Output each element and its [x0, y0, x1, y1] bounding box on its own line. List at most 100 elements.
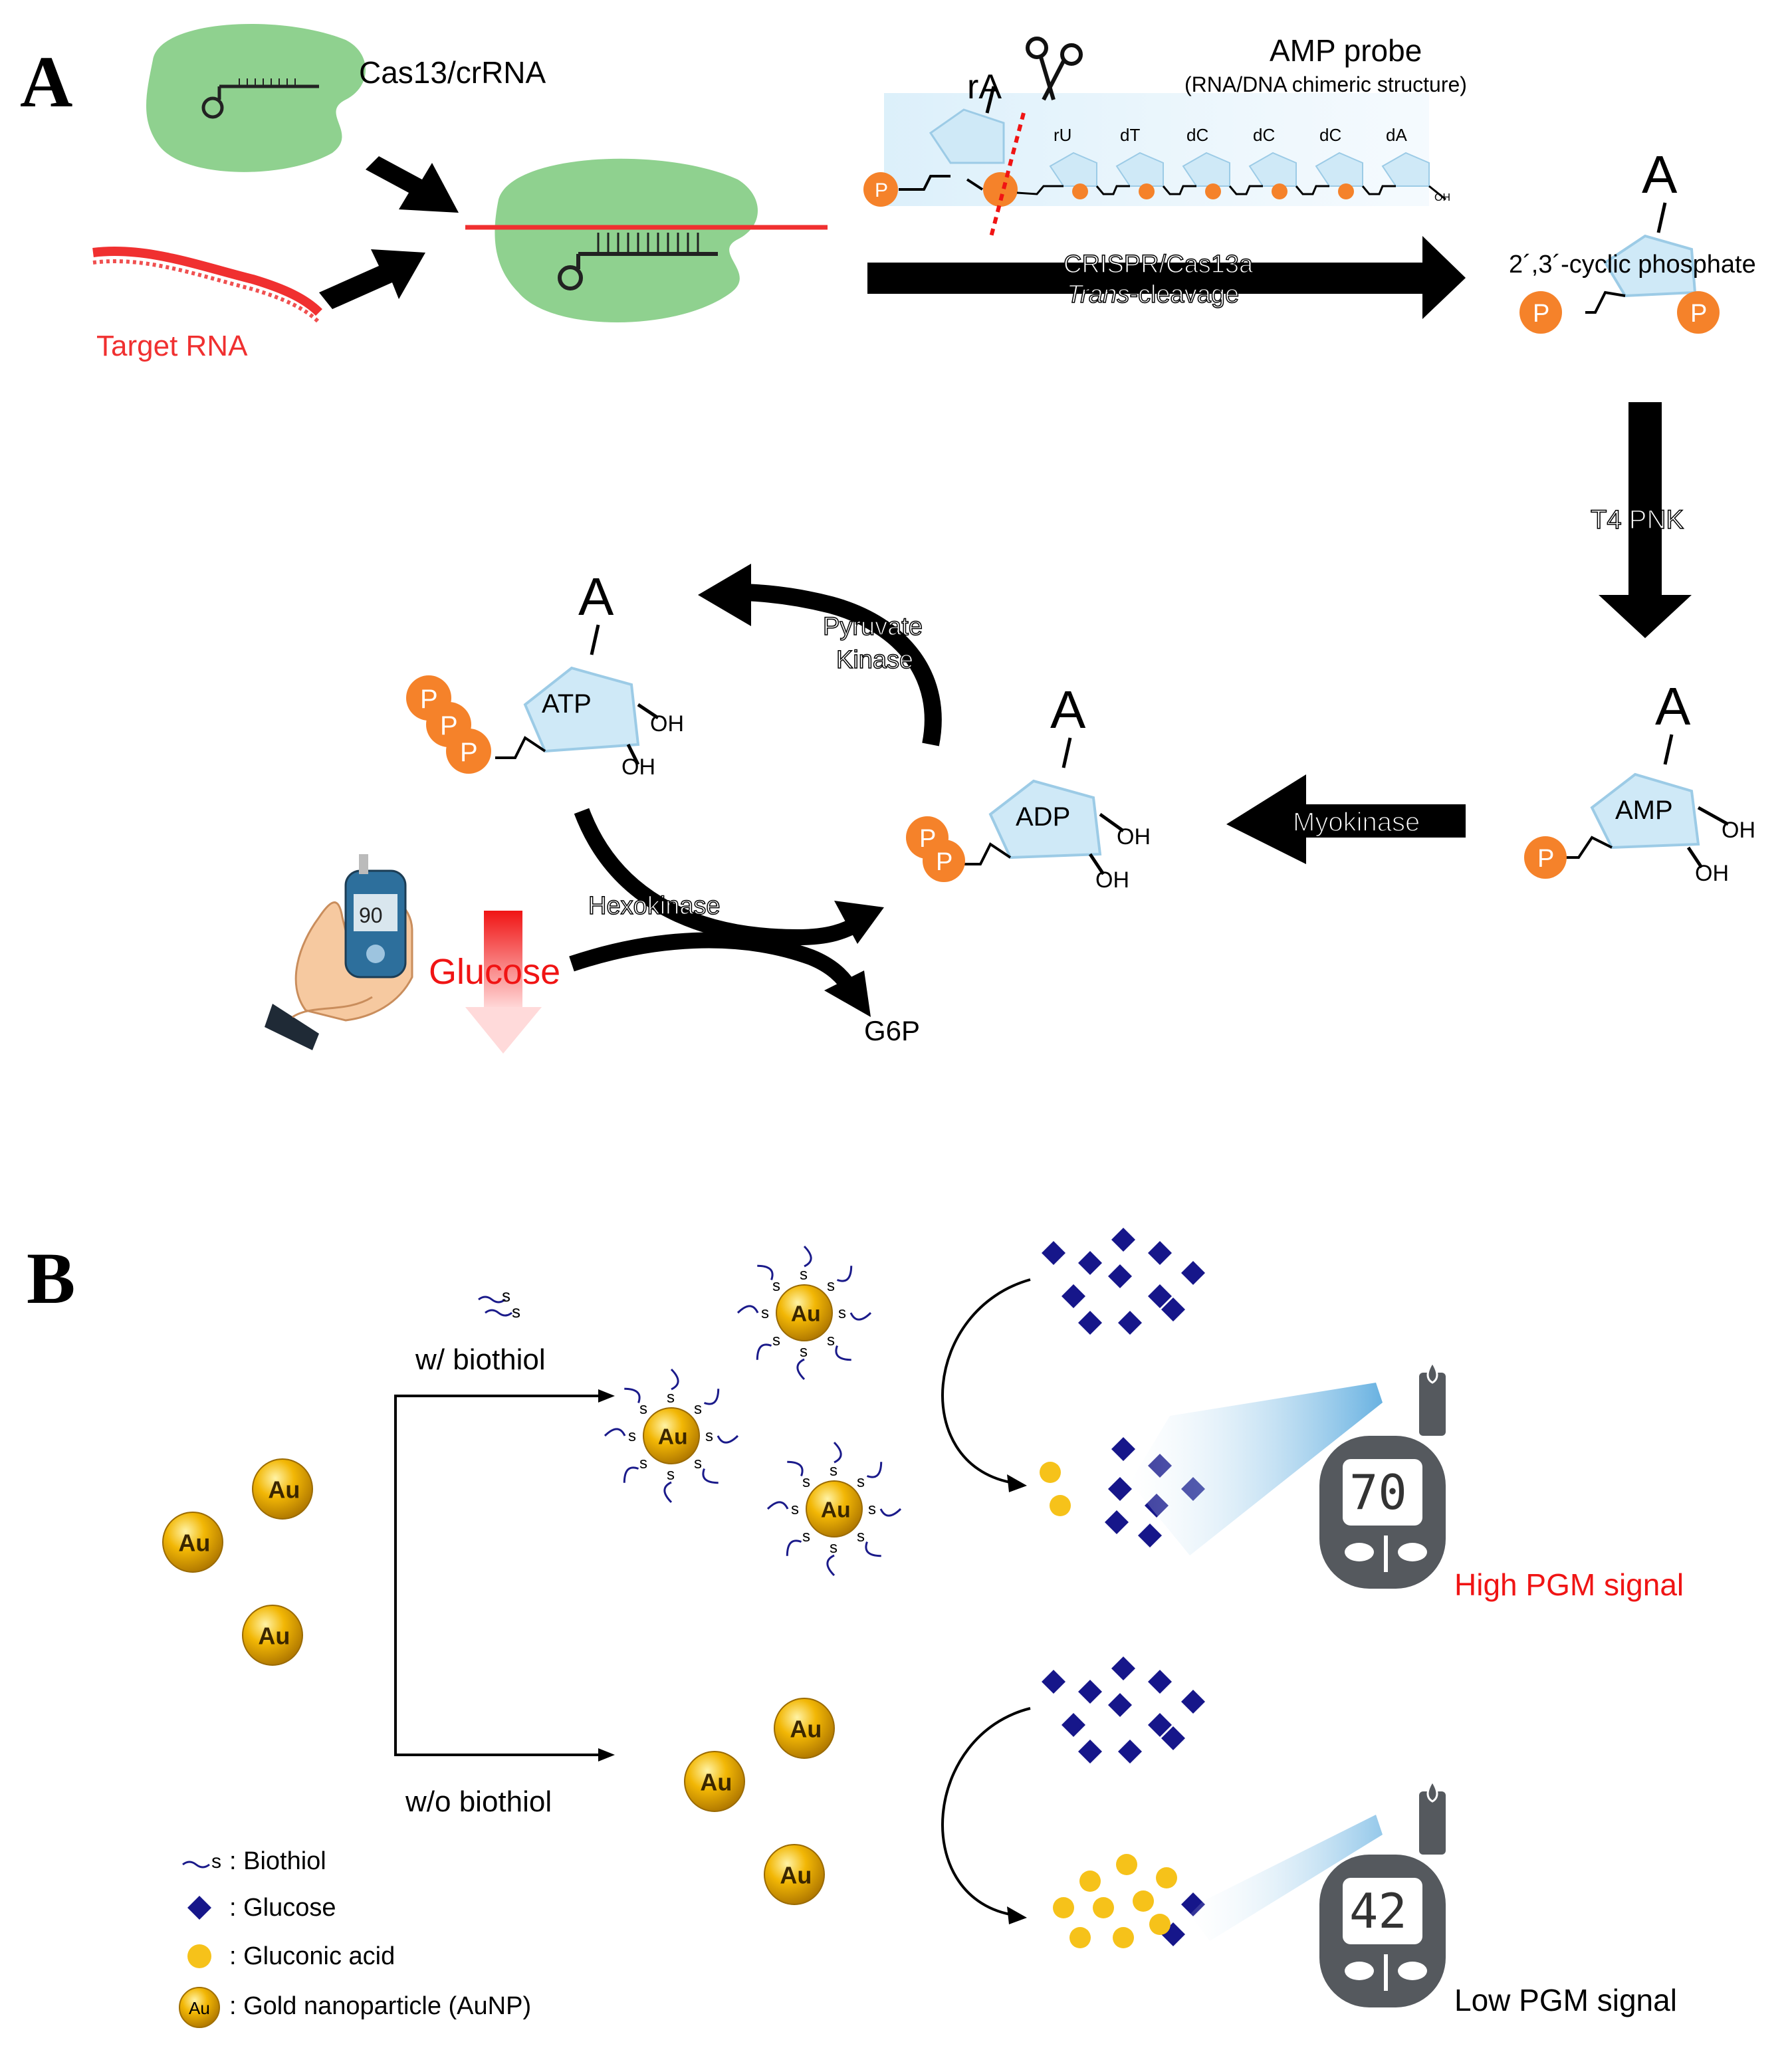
- glucometer-high-reading: 70: [1349, 1464, 1407, 1520]
- aunp-uncoated-1: Au: [774, 1698, 835, 1759]
- curved-arrow-top: [941, 1278, 1031, 1492]
- glucose-cluster-top: [1042, 1228, 1205, 1335]
- nucleotide-2: dC: [1186, 125, 1208, 145]
- aunp-free-3: Au: [242, 1605, 303, 1666]
- cleavage-label-1: CRISPR/Cas13a: [1064, 251, 1254, 279]
- aunp-coated-3-sulfur-4: s: [830, 1539, 838, 1557]
- cyclic-base-letter: A: [1642, 145, 1678, 204]
- glucometer-hand-icon: 90: [265, 854, 413, 1050]
- nucleotide-3: dC: [1253, 125, 1275, 145]
- legend: s : Biothiol : Glucose : Gluconic acid A…: [179, 1847, 531, 2028]
- aunp-coated-1-sulfur-1: s: [827, 1277, 835, 1295]
- t4pnk-label: T4 PNK: [1591, 505, 1684, 534]
- g6p-label: G6P: [864, 1015, 920, 1046]
- hexokinase-label: Hexokinase: [588, 892, 721, 920]
- nucleotide-5: dA: [1386, 125, 1407, 145]
- glucose-top-10: [1161, 1298, 1185, 1321]
- atp-oh-2: OH: [621, 754, 655, 780]
- cleavage-site-line: [988, 112, 1026, 240]
- probe-oh-label: OH: [1434, 192, 1450, 203]
- glucose-label: Glucose: [429, 952, 560, 992]
- biothiol-s-2: s: [512, 1302, 520, 1321]
- aunp-coated-2-sulfur-2: s: [705, 1427, 713, 1445]
- aunp-coated-3-sulfur-6: s: [791, 1500, 799, 1518]
- aunp-coated-1-sulfur-0: s: [800, 1266, 808, 1284]
- target-rna-ribbon: [92, 247, 322, 324]
- meter-beam-bottom: [1190, 1815, 1383, 1941]
- glucose-bottom-4: [1181, 1690, 1205, 1714]
- glucose-bottom-3: [1148, 1670, 1172, 1694]
- glucose-cluster-bottom: [1042, 1656, 1205, 1764]
- legend-biothiol-icon: [182, 1861, 210, 1869]
- glucose-bottom-6: [1108, 1693, 1132, 1717]
- probe-title: AMP probe: [1270, 33, 1422, 68]
- amp-oh-2: OH: [1695, 861, 1729, 886]
- branch-arrows: [394, 1395, 605, 1756]
- adp-oh-2: OH: [1095, 867, 1129, 893]
- cas13-label: Cas13/crRNA: [359, 55, 546, 90]
- arrow-target-to-complex: [319, 249, 425, 309]
- adp-base-letter: A: [1050, 680, 1086, 739]
- aunp-coated-1-sulfur-6: s: [761, 1304, 769, 1322]
- cleavage-label-2: Trans-cleavage: [1067, 281, 1239, 308]
- glucose-bottom-1: [1078, 1680, 1102, 1704]
- aunp-coated-1-sulfur-7: s: [772, 1277, 780, 1295]
- gluconic-bottom-6: [1069, 1927, 1091, 1948]
- glucose-top-6: [1108, 1264, 1132, 1288]
- arrow-hexokinase: [569, 808, 884, 1017]
- aunp-free-1-label: Au: [268, 1476, 300, 1504]
- hand-meter-reading: 90: [359, 903, 383, 927]
- legend-glucose-icon: [187, 1896, 211, 1920]
- arrow-head-without: [598, 1748, 615, 1762]
- aunp-coated-3-sulfur-2: s: [868, 1500, 876, 1518]
- aunp-coated-1-label: Au: [791, 1302, 821, 1327]
- glucose-top-8: [1078, 1311, 1102, 1335]
- glucometer-high-drop-icon: [1426, 1362, 1438, 1384]
- adp-p-2: P: [936, 848, 952, 876]
- legend-item-glucose: : Glucose: [229, 1894, 336, 1922]
- glucose-bottom-7: [1148, 1713, 1172, 1737]
- glucose-top-reacted-6: [1138, 1524, 1162, 1547]
- glucose-top-reacted-0: [1111, 1437, 1135, 1461]
- aunp-coated-1-sulfur-3: s: [827, 1331, 835, 1349]
- glucose-top-4: [1181, 1261, 1205, 1285]
- legend-item-gluconic: : Gluconic acid: [229, 1942, 395, 1970]
- arrow-t4pnk: [1599, 402, 1692, 638]
- legend-biothiol-s: s: [211, 1851, 221, 1873]
- arrow-cas-to-complex: [366, 156, 459, 213]
- aunp-coated-2-sulfur-5: s: [639, 1454, 647, 1472]
- nucleotide-0: rU: [1054, 125, 1071, 145]
- aunp-coated-3-sulfur-7: s: [802, 1473, 810, 1491]
- legend-item-biothiol: : Biothiol: [229, 1847, 326, 1875]
- aunp-free-1: Au: [252, 1458, 313, 1520]
- nucleotide-1: dT: [1120, 125, 1140, 145]
- aunp-coated-2-sulfur-0: s: [667, 1389, 675, 1407]
- atp-p-3: P: [460, 738, 478, 767]
- glucose-bottom-0: [1042, 1670, 1065, 1694]
- legend-aunp-au: Au: [189, 1998, 210, 2018]
- pyruvate-label-1: Pyruvate: [823, 613, 923, 641]
- adp-nucleotide: A ADP P P: [906, 680, 1125, 882]
- glucose-bottom-2: [1111, 1656, 1135, 1680]
- glucose-top-0: [1042, 1241, 1065, 1265]
- without-biothiol-label: w/o biothiol: [405, 1785, 552, 1818]
- glucose-top-9: [1118, 1311, 1142, 1335]
- amp-base-letter: A: [1655, 677, 1691, 736]
- aunp-uncoated-3-label: Au: [780, 1862, 812, 1889]
- curved-arrow-bottom: [941, 1707, 1031, 1924]
- cyclic-phosphate-label: 2´,3´-cyclic phosphate: [1509, 251, 1756, 279]
- cas13-complex-free: [146, 23, 366, 172]
- target-rna-label: Target RNA: [96, 330, 248, 362]
- aunp-coated-2-sulfur-3: s: [694, 1454, 702, 1472]
- aunp-coated-3-label: Au: [821, 1498, 851, 1523]
- aunp-free-3-label: Au: [258, 1623, 290, 1650]
- glucometer-low-reading: 42: [1349, 1883, 1407, 1939]
- aunp-coated-3-sulfur-5: s: [802, 1528, 810, 1545]
- gluconic-bottom-5: [1133, 1890, 1154, 1912]
- atp-label: ATP: [542, 689, 592, 719]
